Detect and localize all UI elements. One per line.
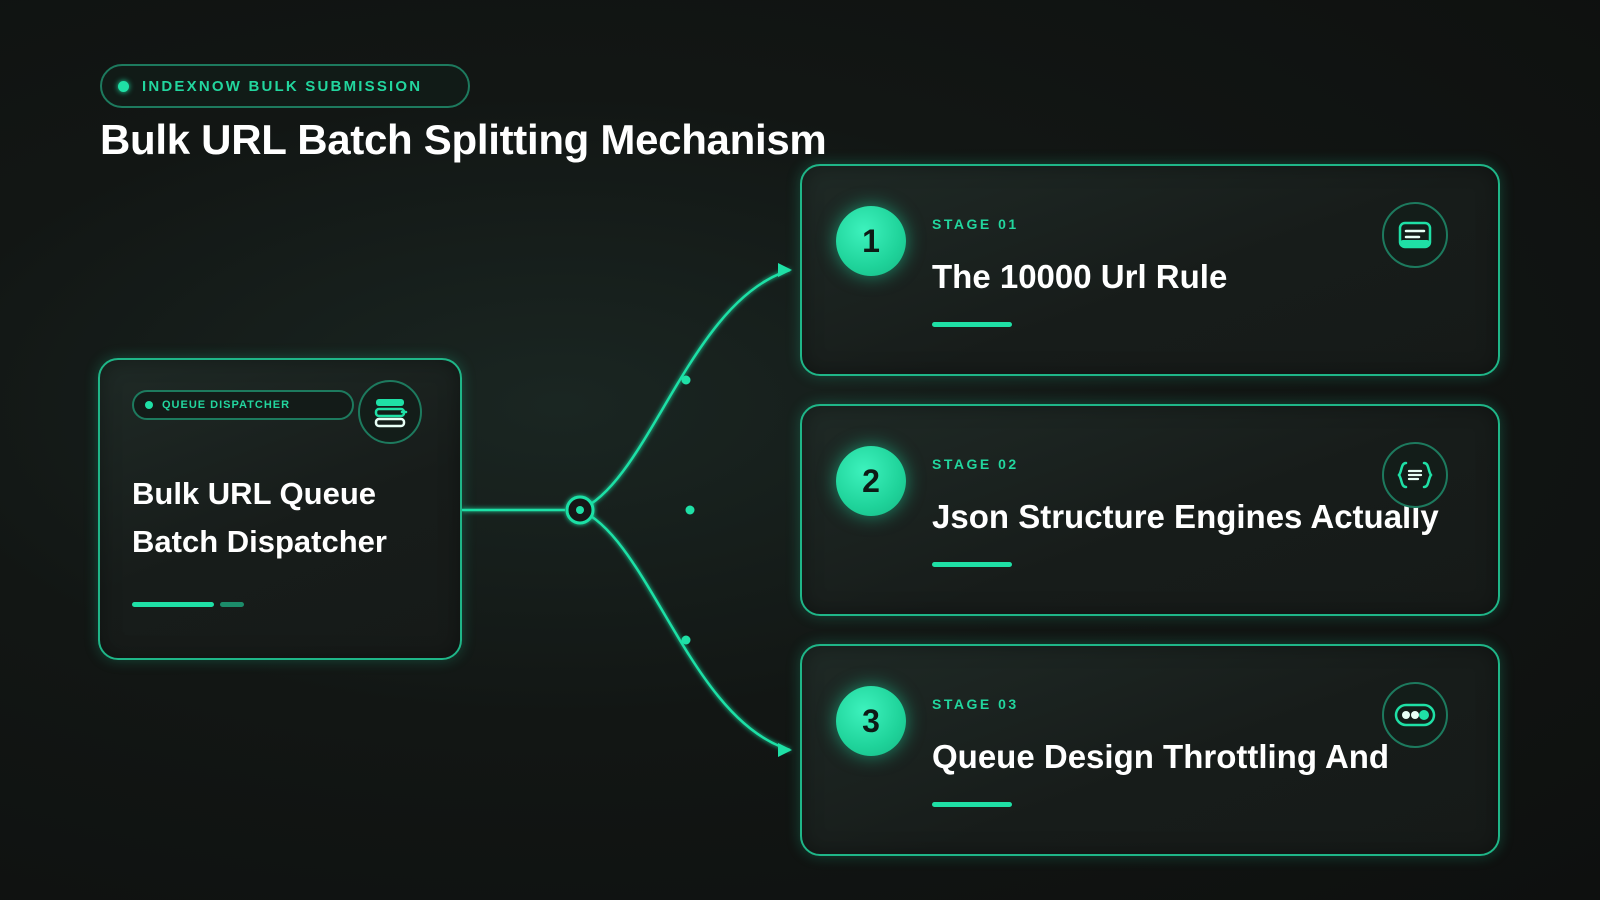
source-chip-label: QUEUE DISPATCHER (162, 399, 291, 411)
stage-title: Queue Design Throttling And (932, 738, 1390, 775)
accent-bar-short (220, 602, 244, 607)
branch-node-1 (681, 375, 691, 385)
stage-number-badge: 2 (836, 446, 906, 516)
stage-title: Json Structure Engines Actually (932, 498, 1439, 535)
list-card-icon (1382, 202, 1448, 268)
source-chip: QUEUE DISPATCHER (132, 390, 354, 420)
stage-underline (932, 322, 1012, 327)
branch-node-3 (681, 635, 691, 645)
section-badge: INDEXNOW BULK SUBMISSION (100, 64, 470, 108)
badge-dot (118, 80, 129, 92)
stage-number-badge: 1 (836, 206, 906, 276)
source-card[interactable]: QUEUE DISPATCHER Bulk URL Queue Batch Di… (98, 358, 462, 660)
arrowhead-1 (778, 263, 792, 277)
stage-card-3[interactable]: 3 STAGE 03 Queue Design Throttling And (800, 644, 1500, 856)
badge-text: INDEXNOW BULK SUBMISSION (142, 77, 423, 95)
toggle-dots-icon (1382, 682, 1448, 748)
stage-label: STAGE 01 (932, 216, 1019, 232)
connector-branch-3 (579, 508, 791, 752)
arrowhead-3 (778, 743, 792, 757)
stacked-layers-icon (358, 380, 422, 444)
braces-icon (1382, 442, 1448, 508)
stage-underline (932, 562, 1012, 567)
connector-branch-1 (579, 268, 791, 512)
stage-card-1[interactable]: 1 STAGE 01 The 10000 Url Rule (800, 164, 1500, 376)
stage-label: STAGE 03 (932, 696, 1019, 712)
chip-dot (145, 401, 153, 409)
stage-number-badge: 3 (836, 686, 906, 756)
stage-label: STAGE 02 (932, 456, 1019, 472)
stage-title: The 10000 Url Rule (932, 258, 1228, 295)
branch-node-2 (685, 505, 695, 515)
stage-card-2[interactable]: 2 STAGE 02 Json Structure Engines Actual… (800, 404, 1500, 616)
accent-bar (132, 602, 214, 607)
stage-underline (932, 802, 1012, 807)
page-title: Bulk URL Batch Splitting Mechanism (100, 116, 827, 163)
source-heading: Bulk URL Queue Batch Dispatcher (132, 476, 387, 559)
